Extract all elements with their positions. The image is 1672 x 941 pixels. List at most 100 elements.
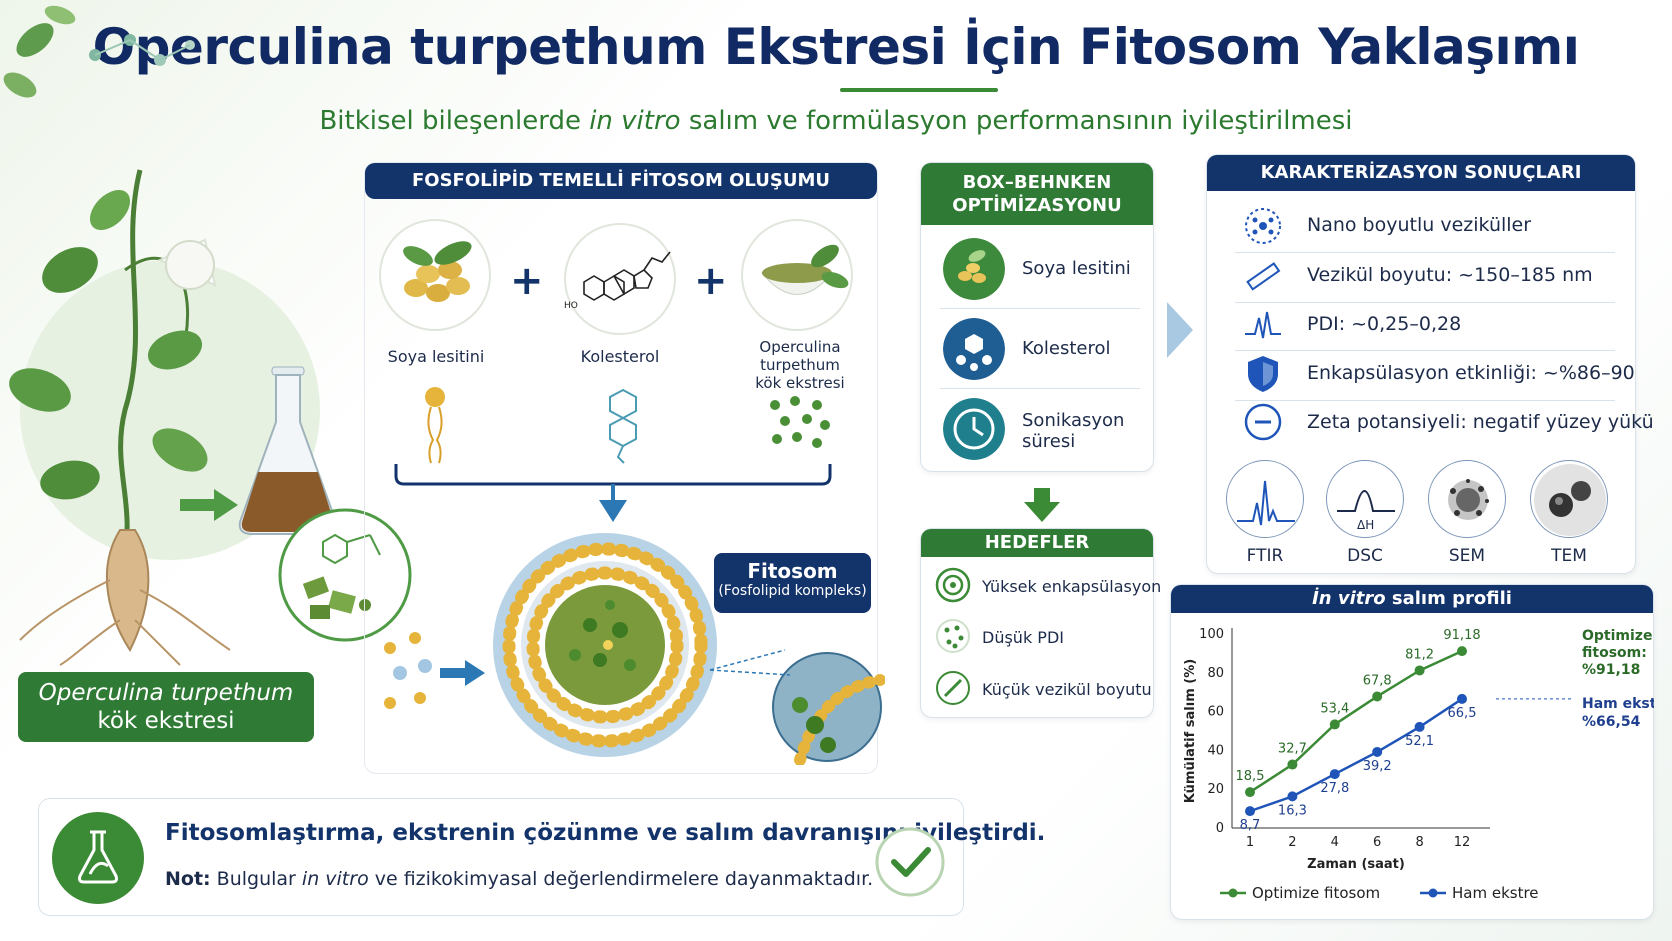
plant-label: Operculina turpethum kök ekstresi <box>18 672 314 742</box>
data-point <box>1372 691 1383 702</box>
legend-label: Optimize fitosom <box>1252 884 1380 902</box>
note-italic: in vitro <box>301 868 369 890</box>
bracket-icon <box>394 464 832 522</box>
x-tick-label: 6 <box>1373 835 1381 850</box>
annotation-fitosom: %91,18 <box>1582 662 1640 678</box>
plant-label-line: Operculina turpethum <box>38 680 294 706</box>
box-row-label: Sonikasyon süresi <box>1022 410 1124 452</box>
ingredient-label: Operculina turpethum kök ekstresi <box>720 338 880 392</box>
chart-heading: İn vitro salım profili <box>1171 585 1653 613</box>
shield-icon <box>1248 356 1278 392</box>
y-tick-label: 20 <box>1207 782 1224 797</box>
series-line <box>1249 649 1463 794</box>
dsc-icon: ΔH <box>1326 460 1404 538</box>
minus-circle-icon <box>1244 403 1282 441</box>
y-tick-label: 100 <box>1199 627 1224 642</box>
box-heading-line: BOX–BEHNKEN <box>962 172 1112 193</box>
x-tick-label: 8 <box>1415 835 1423 850</box>
subtitle-part: Bitkisel bileşenlerde <box>319 106 590 136</box>
clock-icon <box>943 398 1005 460</box>
data-label: 27,8 <box>1320 781 1349 796</box>
data-point <box>1414 665 1425 676</box>
goal-item: Yüksek enkapsülasyon <box>982 577 1162 596</box>
characterization-item: Enkapsülasyon etkinliği: ~%86–90 <box>1307 362 1635 384</box>
dots-icon <box>936 619 970 653</box>
ruler-icon <box>1246 262 1281 291</box>
technique-label: FTIR <box>1246 546 1284 566</box>
data-label: 66,5 <box>1448 706 1477 721</box>
divider <box>1235 400 1615 401</box>
data-label: 16,3 <box>1278 803 1307 818</box>
data-label: 8,7 <box>1240 818 1261 833</box>
ingredient-label: Soya lesitini <box>387 347 485 366</box>
divider <box>1235 302 1615 303</box>
box-row-label-line: Sonikasyon <box>1022 410 1125 431</box>
formation-heading: FOSFOLİPİD TEMELLİ FİTOSOM OLUŞUMU <box>365 163 877 199</box>
tem-icon <box>1530 460 1608 538</box>
formation-panel: FOSFOLİPİD TEMELLİ FİTOSOM OLUŞUMU <box>364 162 878 774</box>
data-label: 81,2 <box>1405 647 1434 662</box>
page-title: Operculina turpethum Ekstresi İçin Fitos… <box>92 18 1580 76</box>
technique-label: TEM <box>1551 546 1587 566</box>
divider <box>1235 350 1615 351</box>
plant-label-line: kök ekstresi <box>97 708 235 734</box>
plus-sign: + <box>510 258 544 304</box>
data-point <box>1245 787 1255 798</box>
data-point <box>1287 759 1298 770</box>
ruler-icon <box>936 671 970 705</box>
y-tick-label: 40 <box>1207 743 1224 758</box>
technique-label: DSC <box>1347 546 1383 566</box>
goal-item: Düşük PDI <box>982 628 1064 647</box>
fitosom-subtitle: (Fosfolipid kompleks) <box>718 583 867 599</box>
y-tick-label: 60 <box>1207 705 1224 720</box>
data-point <box>1329 769 1340 780</box>
annotation-ham: %66,54 <box>1582 714 1641 730</box>
characterization-item: Nano boyutlu veziküller <box>1307 214 1532 236</box>
y-axis-label: Kümülatif salım (%) <box>1183 659 1198 803</box>
molecule-assembly-icon <box>384 632 485 709</box>
box-row-label: Soya lesitini <box>1022 258 1131 279</box>
legend-marker <box>1428 888 1438 898</box>
data-point <box>1287 791 1298 802</box>
x-tick-label: 4 <box>1331 835 1339 850</box>
soy-icon <box>943 238 1005 300</box>
data-point <box>1245 806 1255 817</box>
ftir-icon <box>1226 460 1304 538</box>
data-point <box>1457 646 1467 657</box>
fitosom-title: Fitosom <box>747 559 838 583</box>
box-row-label: Kolesterol <box>1022 338 1111 359</box>
subtitle-part: salım ve formülasyon performansının iyil… <box>680 106 1353 136</box>
x-axis-label: Zaman (saat) <box>1307 857 1405 872</box>
characterization-item: Zeta potansiyeli: negatif yüzey yükü <box>1307 411 1654 433</box>
box-heading: BOX–BEHNKEN OPTİMİZASYONU <box>921 163 1153 225</box>
vesicle-zoom-icon <box>772 652 885 765</box>
technique-label: SEM <box>1448 546 1486 566</box>
goals-heading: HEDEFLER <box>921 529 1153 557</box>
ingredient-label-line: Operculina turpethum <box>759 338 841 374</box>
checkmark-icon <box>875 827 945 897</box>
data-label: 91,18 <box>1443 628 1480 643</box>
flask-leaf-icon <box>52 812 144 904</box>
divider <box>1235 252 1615 253</box>
page-subtitle: Bitkisel bileşenlerde in vitro salım ve … <box>0 106 1672 136</box>
ingredient-label-line: kök ekstresi <box>755 374 845 392</box>
annotation-ham: Ham ekstre: <box>1582 696 1654 712</box>
cholesterol-structure-icon: HO <box>564 223 676 335</box>
conclusion-box <box>38 798 964 916</box>
characterization-item: PDI: ~0,25–0,28 <box>1307 313 1462 335</box>
leaf-decoration-icon <box>3 5 195 98</box>
fitosom-badge: Fitosom (Fosfolipid kompleks) <box>714 553 871 613</box>
y-tick-label: 0 <box>1216 821 1224 836</box>
x-tick-label: 1 <box>1246 835 1254 850</box>
note-text: ve fizikokimyasal değerlendirmelere daya… <box>368 868 874 890</box>
plus-sign: + <box>694 258 728 304</box>
box-row-label-line: süresi <box>1022 431 1076 452</box>
legend-label: Ham ekstre <box>1452 884 1539 902</box>
data-point <box>1372 746 1383 757</box>
soy-beans-icon <box>379 219 491 331</box>
plant-illustration-icon <box>9 169 320 666</box>
spectrum-icon <box>1245 311 1281 339</box>
phytosome-vesicle-icon <box>493 533 717 757</box>
sem-icon <box>1428 460 1506 538</box>
